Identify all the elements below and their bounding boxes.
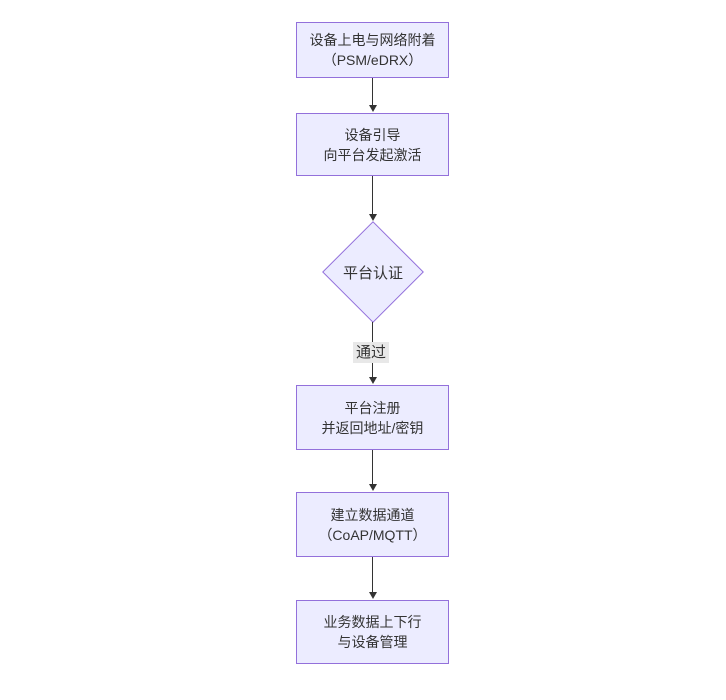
- arrow-power-to-bootstrap: [368, 78, 377, 112]
- node-power-attach-line2: （PSM/eDRX）: [322, 52, 423, 68]
- node-bootstrap: 设备引导 向平台发起激活: [296, 113, 449, 176]
- arrow-bootstrap-to-auth: [368, 176, 377, 221]
- node-platform-register-line1: 平台注册: [344, 399, 401, 416]
- arrow-channel-to-business: [368, 557, 377, 599]
- node-power-attach-line1: 设备上电与网络附着: [309, 32, 436, 48]
- node-bootstrap-line1: 设备引导: [344, 126, 401, 143]
- node-power-attach: 设备上电与网络附着 （PSM/eDRX）: [296, 22, 449, 78]
- node-business-data-line2: 与设备管理: [337, 634, 408, 650]
- node-data-channel-line2: （CoAP/MQTT）: [318, 526, 427, 543]
- node-business-data-line1: 业务数据上下行: [323, 614, 422, 630]
- node-data-channel: 建立数据通道 （CoAP/MQTT）: [296, 492, 449, 557]
- edge-label-pass: 通过: [352, 342, 390, 363]
- node-platform-register-line2: 并返回地址/密钥: [321, 419, 424, 436]
- node-business-data: 业务数据上下行 与设备管理: [296, 600, 449, 664]
- arrow-register-to-channel: [368, 450, 377, 491]
- node-bootstrap-line2: 向平台发起激活: [323, 146, 422, 163]
- node-platform-auth: 平台认证: [342, 264, 403, 282]
- node-data-channel-line1: 建立数据通道: [330, 506, 415, 523]
- node-platform-register: 平台注册 并返回地址/密钥: [296, 385, 449, 450]
